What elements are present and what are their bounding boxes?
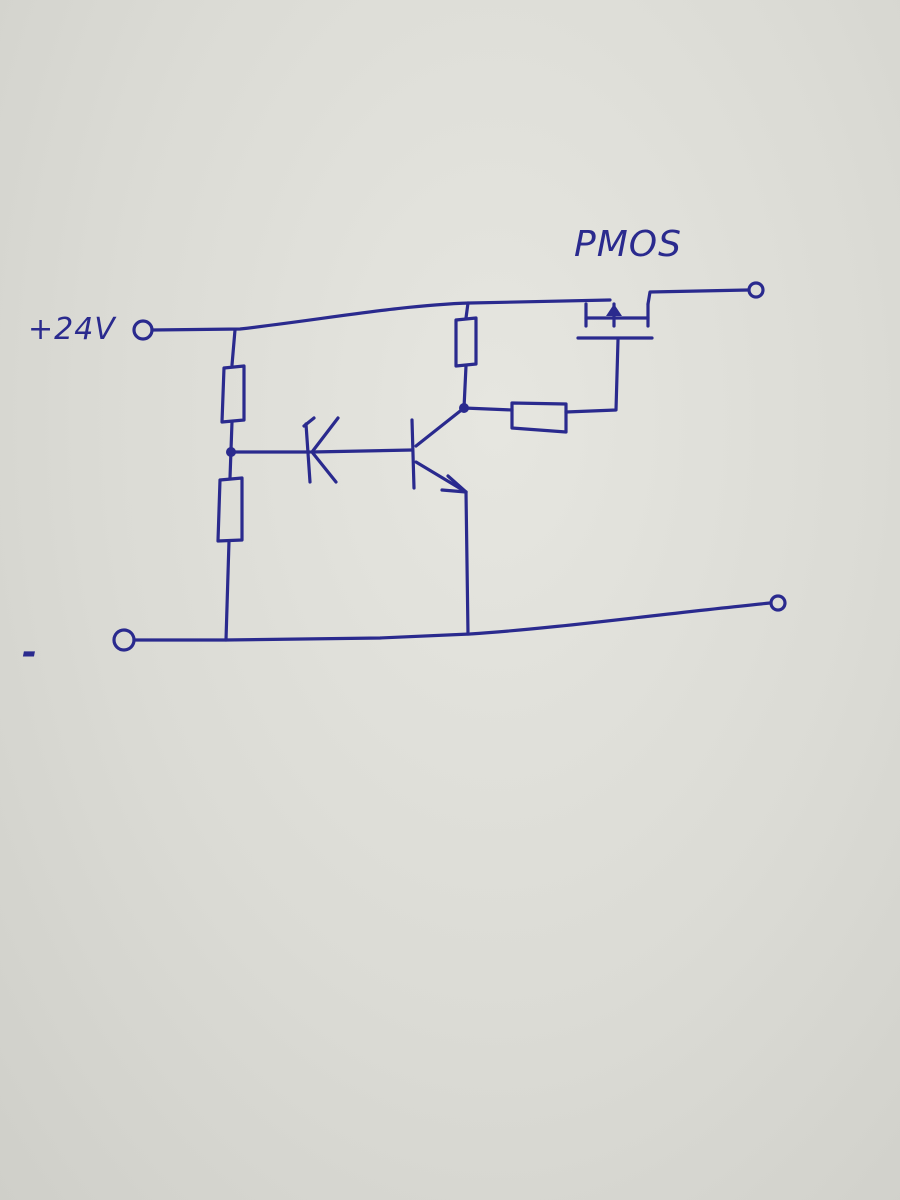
supply-rail: [132, 298, 612, 341]
npn-transistor: [410, 406, 470, 636]
supply-voltage-label: +24V: [28, 312, 116, 347]
gate-resistor-branch: [462, 338, 620, 434]
transistor-emitter-lead: [414, 460, 468, 494]
pmos-body-arrow: [606, 304, 622, 316]
pmos-transistor: [576, 281, 765, 340]
ground-label: -: [22, 632, 37, 673]
pmos-label: PMOS: [574, 224, 682, 265]
ground-wire: [132, 601, 772, 642]
collector-top-wire: [464, 301, 470, 320]
diode-cathode-bar: [304, 422, 312, 484]
diode-right-wire: [310, 448, 414, 454]
collector-resistor-branch: [454, 301, 478, 413]
zener-diode: [229, 416, 414, 484]
diode-zener-tick: [302, 416, 316, 428]
divider-bottom-wire: [224, 539, 231, 642]
pmos-drain-wire: [646, 288, 750, 306]
ground-terminal: [112, 628, 136, 652]
resistor-collector: [454, 316, 478, 368]
supply-terminal: [132, 319, 154, 341]
transistor-base-bar: [410, 418, 416, 490]
transistor-collector-lead: [414, 406, 466, 448]
gate-right-wire: [564, 338, 620, 414]
resistor-gate: [510, 401, 568, 434]
voltage-divider: [216, 328, 246, 642]
output-plus-terminal: [747, 281, 765, 299]
resistor-upper: [220, 364, 246, 424]
output-minus-terminal: [769, 594, 787, 612]
collector-wire: [462, 364, 468, 410]
resistor-lower: [216, 476, 244, 543]
gate-left-wire: [462, 406, 514, 412]
supply-wire: [150, 298, 612, 332]
ground-rail: [112, 594, 787, 652]
emitter-to-ground-wire: [464, 490, 470, 636]
divider-top-wire: [230, 328, 237, 367]
